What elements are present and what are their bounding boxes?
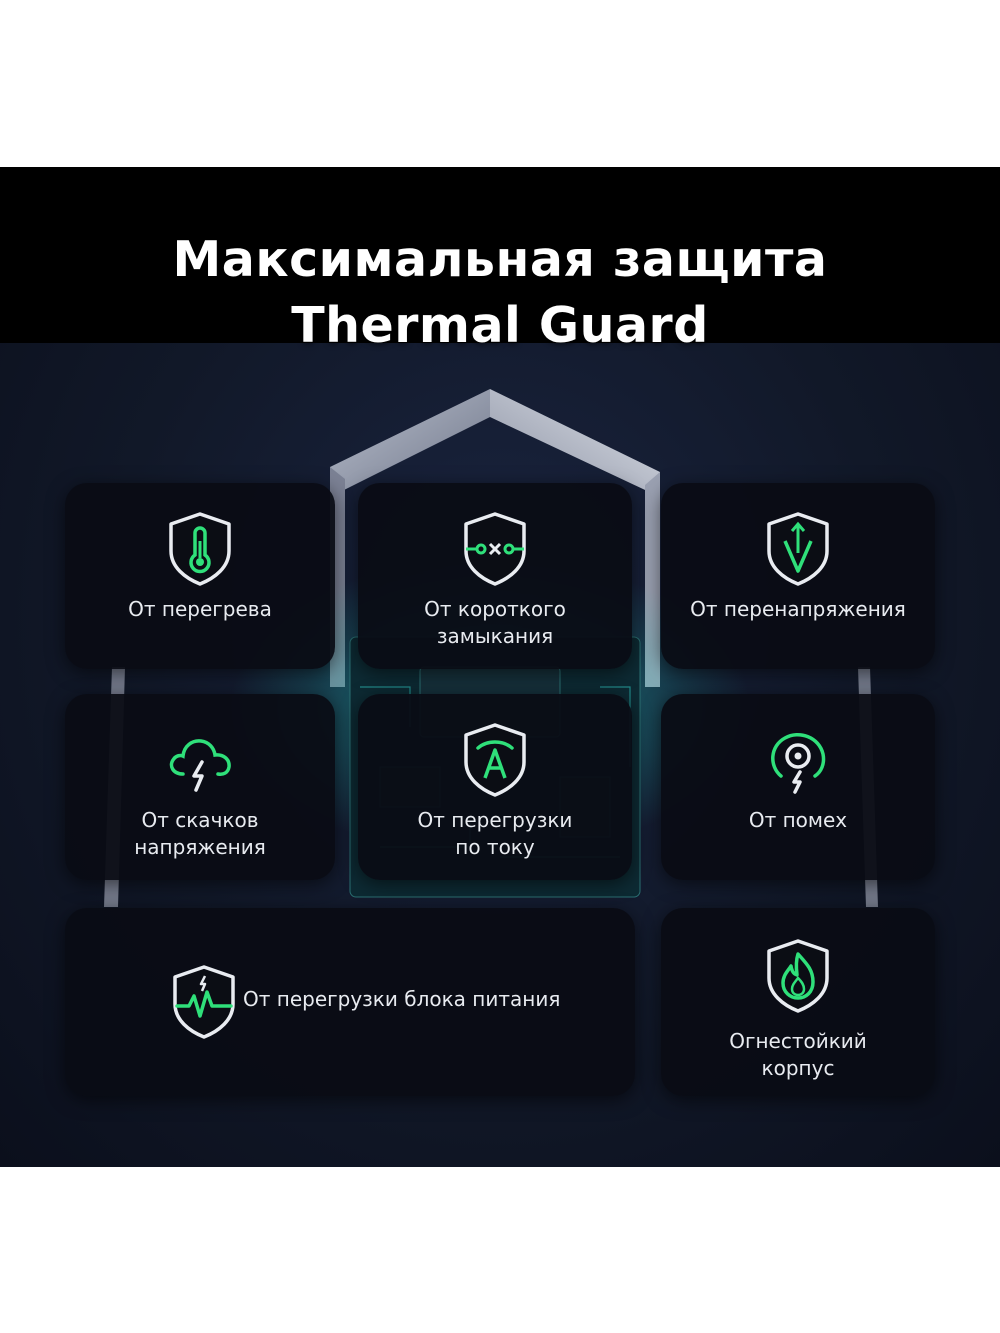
feature-label: Огнестойкий [729, 1029, 867, 1053]
feature-card-psu-overload: От перегрузки блока питания [65, 908, 635, 1096]
feature-banner: Максимальная защита Thermal Guard От пер… [0, 167, 1000, 1167]
feature-label: От короткого [424, 597, 566, 621]
ampere-shield-icon [464, 723, 526, 797]
feature-card-surges: От скачков напряжения [65, 694, 335, 880]
short-circuit-shield-icon [464, 512, 526, 586]
feature-label: корпус [761, 1056, 835, 1080]
feature-label: по току [455, 835, 535, 859]
feature-label: От перенапряжения [690, 597, 906, 621]
feature-label: От помех [748, 808, 848, 832]
pulse-shield-icon [173, 965, 235, 1039]
headline: Максимальная защита [172, 231, 828, 288]
feature-card-fireproof: Огнестойкий корпус [661, 908, 935, 1096]
feature-card-short-circuit: От короткого замыкания [358, 483, 632, 669]
title-band [0, 167, 1000, 343]
feature-label: От скачков [141, 808, 259, 832]
feature-card-overheat: От перегрева [65, 483, 335, 669]
feature-card-overvoltage: От перенапряжения [661, 483, 935, 669]
thermometer-shield-icon [169, 512, 231, 586]
overvoltage-shield-icon [767, 512, 829, 586]
cloud-lightning-icon [169, 739, 231, 792]
interference-icon [771, 732, 826, 794]
feature-label: От перегрузки [417, 808, 573, 832]
feature-label: напряжения [134, 835, 266, 859]
flame-shield-icon [767, 939, 829, 1013]
feature-card-interference: От помех [661, 694, 935, 880]
feature-label: От перегрузки блока питания [243, 987, 561, 1011]
feature-label: От перегрева [128, 597, 272, 621]
product-name: Thermal Guard [291, 297, 709, 354]
feature-card-overcurrent: От перегрузки по току [358, 694, 632, 880]
feature-label: замыкания [436, 624, 554, 648]
